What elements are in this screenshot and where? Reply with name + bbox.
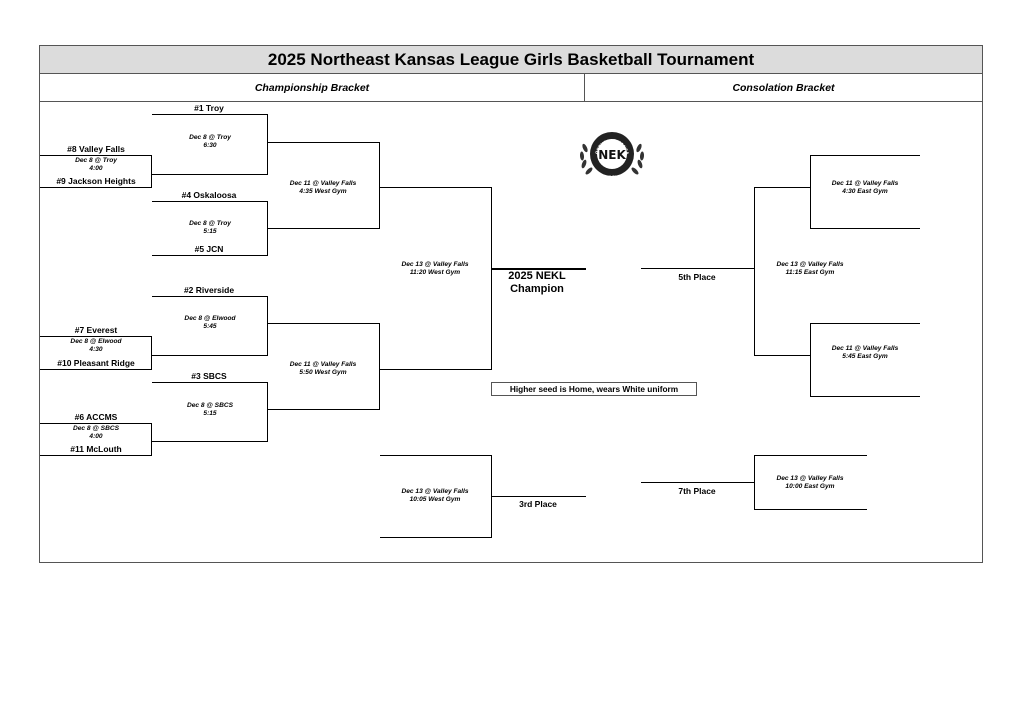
bracket-line — [810, 396, 920, 397]
team-jcn: #5 JCN — [194, 244, 224, 254]
team-riverside: #2 Riverside — [183, 285, 235, 295]
bracket-line — [152, 441, 268, 442]
third-place-label: 3rd Place — [519, 499, 557, 509]
team-accms: #6 ACCMS — [74, 412, 118, 422]
nekl-league-logo: NORTHEAST KANSAS LEAGUE NEK — [576, 126, 645, 180]
bracket-line — [380, 537, 492, 538]
team-jackson-heights: #9 Jackson Heights — [56, 176, 136, 186]
bracket-line — [379, 142, 380, 229]
bracket-line — [492, 496, 586, 497]
team-everest: #7 Everest — [74, 325, 118, 335]
bracket-line — [152, 296, 268, 297]
bracket-line — [40, 187, 152, 188]
bracket-line — [810, 323, 920, 324]
logo-ring-bottom: LEAGUE — [603, 175, 621, 180]
champion-line — [492, 268, 586, 270]
bracket-line — [754, 455, 867, 456]
bracket-line — [152, 201, 268, 202]
page-title: 2025 Northeast Kansas League Girls Baske… — [40, 46, 982, 74]
consolation-bracket-header: Consolation Bracket — [585, 74, 982, 102]
bracket-line — [754, 509, 867, 510]
bracket-line — [40, 369, 152, 370]
bracket-line — [754, 355, 811, 356]
bracket-line — [40, 455, 152, 456]
logo-letters: NEK — [598, 148, 626, 162]
bracket-line — [754, 187, 811, 188]
bracket-line — [810, 155, 920, 156]
bracket-frame — [39, 45, 983, 563]
bracket-line — [380, 455, 492, 456]
bracket-line — [152, 174, 268, 175]
bracket-line — [40, 155, 152, 156]
team-troy: #1 Troy — [194, 103, 224, 113]
bracket-line — [810, 323, 811, 397]
bracket-line — [267, 382, 268, 442]
team-valley-falls: #8 Valley Falls — [67, 144, 125, 154]
team-oskaloosa: #4 Oskaloosa — [181, 190, 237, 200]
home-team-note: Higher seed is Home, wears White uniform — [491, 382, 697, 396]
bracket-line — [268, 142, 380, 143]
bracket-line — [152, 382, 268, 383]
bracket-line — [754, 187, 755, 356]
bracket-line — [491, 455, 492, 538]
bracket-line — [380, 187, 492, 188]
team-mclouth: #11 McLouth — [70, 444, 122, 454]
championship-bracket-header: Championship Bracket — [40, 74, 585, 102]
bracket-line — [267, 114, 268, 175]
bracket-line — [151, 336, 152, 370]
bracket-line — [152, 355, 268, 356]
bracket-line — [267, 296, 268, 356]
bracket-line — [268, 323, 380, 324]
bracket-line — [810, 155, 811, 229]
bracket-line — [810, 228, 920, 229]
bracket-line — [641, 268, 755, 269]
team-pleasant-ridge: #10 Pleasant Ridge — [57, 358, 135, 368]
bracket-line — [40, 423, 152, 424]
bracket-line — [641, 482, 755, 483]
seventh-place-label: 7th Place — [678, 486, 716, 496]
bracket-line — [268, 409, 380, 410]
bracket-line — [267, 201, 268, 256]
bracket-line — [151, 155, 152, 188]
bracket-line — [379, 323, 380, 410]
bracket-line — [152, 255, 268, 256]
bracket-line — [151, 423, 152, 456]
bracket-line — [40, 336, 152, 337]
team-sbcs: #3 SBCS — [191, 371, 227, 381]
bracket-line — [152, 114, 268, 115]
fifth-place-label: 5th Place — [678, 272, 716, 282]
bracket-line — [380, 369, 492, 370]
bracket-line — [491, 187, 492, 370]
bracket-line — [268, 228, 380, 229]
